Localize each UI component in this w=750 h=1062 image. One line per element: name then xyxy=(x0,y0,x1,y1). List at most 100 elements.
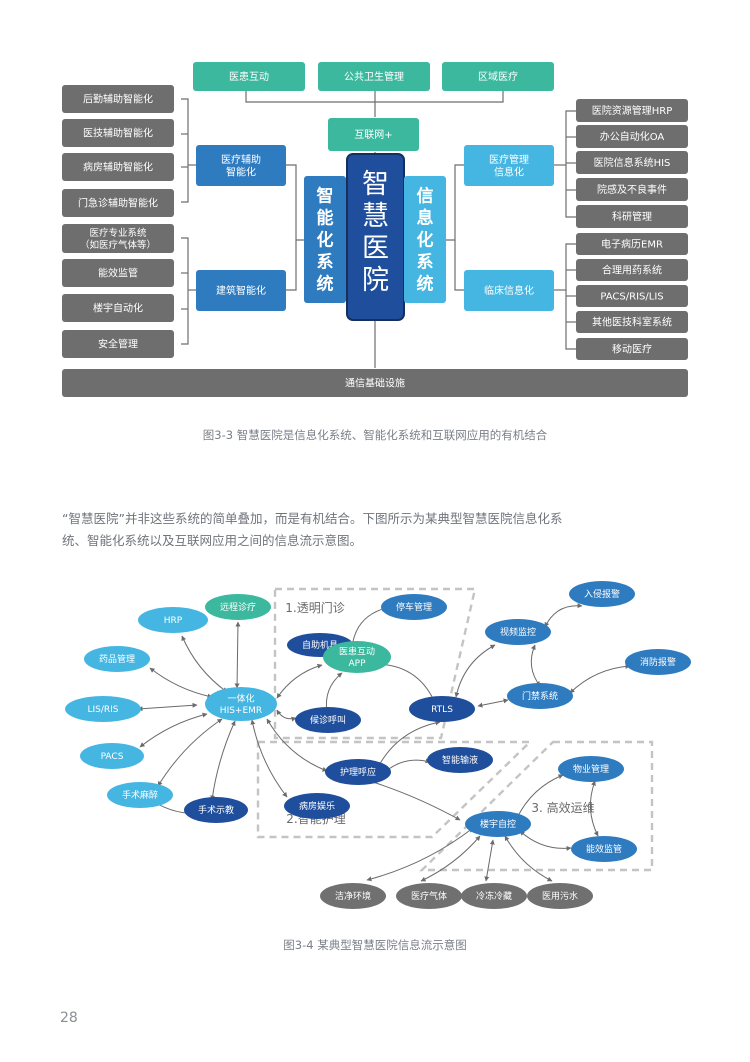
intelligent-system-char: 化 xyxy=(317,230,334,251)
intrusion-node xyxy=(569,581,635,607)
arrow-building-gas xyxy=(420,835,481,882)
queue-call-node xyxy=(295,707,361,733)
right-item-7-label-line: 合理用药系统 xyxy=(602,264,662,277)
left-mid-1-label: 医疗辅助智能化 xyxy=(221,153,261,179)
energy-label: 能效监管 xyxy=(586,843,622,855)
left-bracket-top xyxy=(181,98,189,203)
right-item-8-label-line: PACS/RIS/LIS xyxy=(600,292,663,303)
app-label-line: APP xyxy=(348,659,366,669)
infusion-node xyxy=(427,747,493,773)
top-box-1-label-line: 医患互动 xyxy=(229,71,269,83)
intelligent-system-label: 智能化系统 xyxy=(317,186,334,295)
arrow-rtls-access xyxy=(477,698,509,708)
left-item-1-box xyxy=(62,85,174,113)
energy-label-line: 能效监管 xyxy=(586,843,622,855)
pacs-node xyxy=(80,743,144,769)
left-item-7-box xyxy=(62,294,174,322)
anesthesia-label: 手术麻醉 xyxy=(122,789,158,801)
access-label-line: 门禁系统 xyxy=(522,690,558,702)
right-item-1-label-line: 医院资源管理HRP xyxy=(592,104,673,117)
arrow-nurse-infusion xyxy=(384,758,431,773)
right-item-4-label-line: 院感及不良事件 xyxy=(597,183,667,196)
body-paragraph: “智慧医院”并非这些系统的简单叠加，而是有机结合。下图所示为某典型智慧医院信息化… xyxy=(62,511,563,548)
right-item-5-box xyxy=(576,205,688,228)
left-item-2-label: 医技辅助智能化 xyxy=(83,127,153,140)
arrow-building-energy xyxy=(519,830,572,851)
parking-label: 停车管理 xyxy=(396,601,432,613)
hub-label-line: 一体化 xyxy=(227,693,254,705)
left-item-6-label-line: 能效监管 xyxy=(98,267,138,280)
left-item-5-box xyxy=(62,224,174,253)
queue-call-label-line: 候诊呼叫 xyxy=(310,714,346,726)
intrusion-label: 入侵报警 xyxy=(584,588,620,600)
left-mid-2-label-line: 建筑智能化 xyxy=(216,284,266,297)
cold-label-line: 冷冻冷藏 xyxy=(476,890,512,902)
nurse-call-label: 护理呼应 xyxy=(340,766,376,778)
base-infrastructure-label: 通信基础设施 xyxy=(345,377,405,390)
access-label: 门禁系统 xyxy=(522,690,558,702)
infusion-label-line: 智能输液 xyxy=(442,754,478,766)
arrow-access-fire xyxy=(569,663,631,694)
arrow-hub-pharmacy xyxy=(149,667,213,699)
arrow-hub-entertainment xyxy=(250,719,288,798)
left-item-3-label: 病房辅助智能化 xyxy=(83,161,153,174)
center-char: 智 xyxy=(362,169,389,200)
top-box-2-label-line: 公共卫生管理 xyxy=(344,70,404,83)
building-node xyxy=(465,811,531,837)
right-item-6-label-line: 电子病历EMR xyxy=(601,238,663,251)
clean-node xyxy=(320,883,386,909)
remote-label-line: 远程诊疗 xyxy=(220,601,256,613)
right-item-3-label-line: 医院信息系统HIS xyxy=(594,156,671,169)
region-label-3-line: 3. 高效运维 xyxy=(531,800,594,815)
figure-3-4-caption: 图3-4 某典型智慧医院信息流示意图 xyxy=(283,938,467,952)
right-item-9-label: 其他医技科室系统 xyxy=(592,316,672,329)
arrow-video-access xyxy=(530,644,541,687)
left-item-6-box xyxy=(62,259,174,287)
information-system-label: 信息化系统 xyxy=(417,186,434,295)
region-label-3: 3. 高效运维 xyxy=(531,800,594,815)
energy-node xyxy=(571,836,637,862)
lis-label-line: LIS/RIS xyxy=(87,705,118,715)
base-infrastructure-box xyxy=(62,369,688,397)
region-label-1: 1.透明门诊 xyxy=(285,600,344,615)
right-item-5-label-line: 科研管理 xyxy=(612,210,652,223)
arrow-property-energy xyxy=(590,780,599,837)
right-mid-2-label-line: 临床信息化 xyxy=(484,284,534,297)
right-item-4-label: 院感及不良事件 xyxy=(597,183,667,196)
right-item-10-label: 移动医疗 xyxy=(612,343,652,356)
parking-node xyxy=(381,594,447,620)
property-label: 物业管理 xyxy=(573,763,609,775)
right-item-3-label: 医院信息系统HIS xyxy=(594,156,671,169)
entertainment-label: 病房娱乐 xyxy=(299,800,335,812)
center-char: 慧 xyxy=(362,201,389,232)
fire-node xyxy=(625,649,691,675)
left-mid-link-bottom xyxy=(286,240,297,291)
gas-label-line: 医疗气体 xyxy=(411,890,447,902)
right-mid-1-box xyxy=(464,145,554,186)
building-label: 楼宇自控 xyxy=(480,818,516,830)
left-item-4-box xyxy=(62,189,174,217)
page-number: 28 xyxy=(60,1010,78,1026)
left-item-5-label: 医疗专业系统（如医疗气体等） xyxy=(80,227,156,251)
remote-label: 远程诊疗 xyxy=(220,601,256,613)
top-box-1-label: 医患互动 xyxy=(229,71,269,83)
left-mid-link-top xyxy=(286,164,304,241)
right-item-1-label: 医院资源管理HRP xyxy=(592,104,673,117)
gas-node xyxy=(396,883,462,909)
fire-label-line: 消防报警 xyxy=(640,656,676,668)
top-box-3-label: 区域医疗 xyxy=(478,70,518,83)
pharmacy-label-line: 药品管理 xyxy=(99,653,135,665)
right-item-1-box xyxy=(576,99,688,122)
lis-node xyxy=(65,696,141,722)
right-item-2-box xyxy=(576,125,688,148)
information-system-char: 息 xyxy=(417,208,434,229)
property-label-line: 物业管理 xyxy=(573,763,609,775)
intelligent-system-char: 统 xyxy=(317,274,334,295)
arrow-hub-lis xyxy=(137,702,198,712)
nurse-call-node xyxy=(325,759,391,785)
right-item-8-box xyxy=(576,285,688,307)
rtls-label: RTLS xyxy=(431,705,453,715)
entertainment-node xyxy=(284,793,350,819)
